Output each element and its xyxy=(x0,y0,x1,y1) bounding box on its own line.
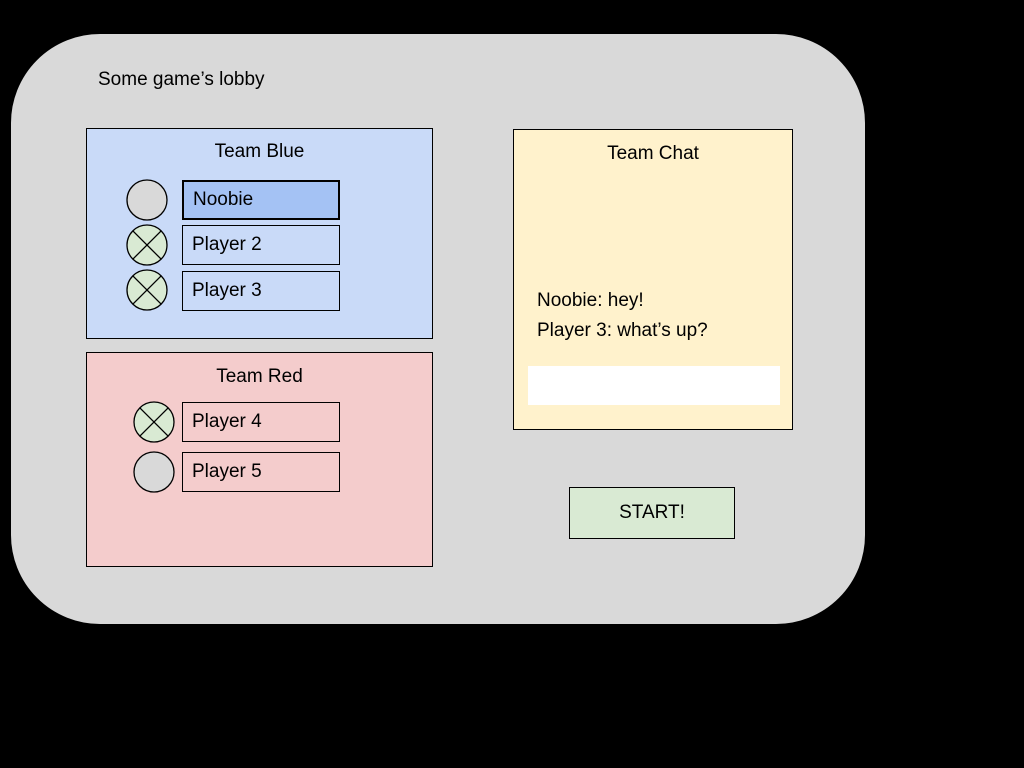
player-name: Noobie xyxy=(193,189,254,210)
team-chat-panel: Team Chat Noobie: hey! Player 3: what’s … xyxy=(513,129,793,430)
lobby-panel: Some game’s lobby Team Blue Noobie Playe… xyxy=(10,33,866,625)
player-name: Player 4 xyxy=(192,411,262,432)
team-chat-title: Team Chat xyxy=(607,143,699,164)
player-name: Player 2 xyxy=(192,234,262,255)
crossed-circle-icon xyxy=(126,269,168,311)
player-slot-player2[interactable]: Player 2 xyxy=(182,225,340,265)
start-button[interactable]: START! xyxy=(569,487,735,539)
start-button-label: START! xyxy=(619,502,685,523)
chat-message: Player 3: what’s up? xyxy=(537,320,708,341)
team-red-title: Team Red xyxy=(216,366,303,387)
player-name: Player 3 xyxy=(192,280,262,301)
page-title: Some game’s lobby xyxy=(98,69,265,90)
player-name: Player 5 xyxy=(192,461,262,482)
player-slot-player3[interactable]: Player 3 xyxy=(182,271,340,311)
chat-message: Noobie: hey! xyxy=(537,290,644,311)
player-slot-player5[interactable]: Player 5 xyxy=(182,452,340,492)
empty-circle-icon xyxy=(133,451,175,493)
crossed-circle-icon xyxy=(126,224,168,266)
player-slot-player4[interactable]: Player 4 xyxy=(182,402,340,442)
player-slot-noobie[interactable]: Noobie xyxy=(182,180,340,220)
team-blue-title: Team Blue xyxy=(214,141,305,162)
chat-input[interactable] xyxy=(528,366,780,405)
empty-circle-icon xyxy=(126,179,168,221)
crossed-circle-icon xyxy=(133,401,175,443)
